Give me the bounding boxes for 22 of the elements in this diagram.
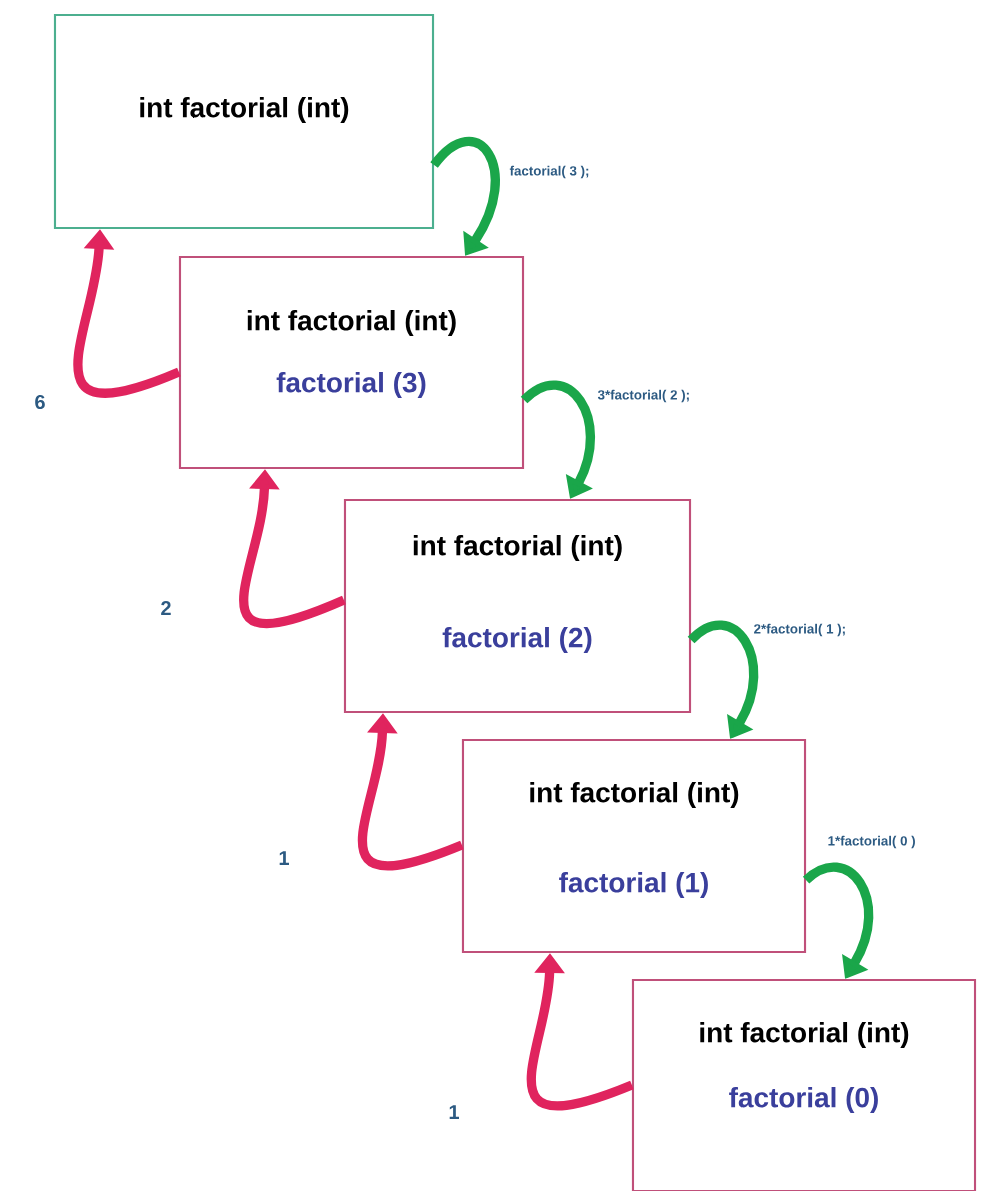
function-box [53,13,435,230]
function-box [631,978,977,1191]
call-expression: factorial (1) [559,872,708,899]
edge-label: 6 [33,393,47,411]
edge-label: factorial( 3 ); [508,164,591,180]
edge-label: 1*factorial( 0 ) [826,834,917,850]
call-expression: factorial (0) [729,1087,878,1114]
function-box [461,738,807,954]
function-signature: int factorial (int) [700,1022,909,1049]
function-signature: int factorial (int) [247,310,456,337]
edge-label: 3*factorial( 2 ); [596,388,692,404]
call-expression: factorial (2) [442,627,592,654]
edge-label: 1 [447,1103,461,1121]
call-expression: factorial (3) [276,372,426,399]
edge-label: 2 [159,599,173,617]
function-box [343,498,692,714]
function-signature: int factorial (int) [413,535,622,562]
function-signature: int factorial (int) [140,97,349,124]
function-signature: int factorial (int) [530,782,739,809]
function-box [178,255,525,470]
edge-label: 1 [277,849,291,867]
edge-label: 2*factorial( 1 ); [752,622,848,638]
